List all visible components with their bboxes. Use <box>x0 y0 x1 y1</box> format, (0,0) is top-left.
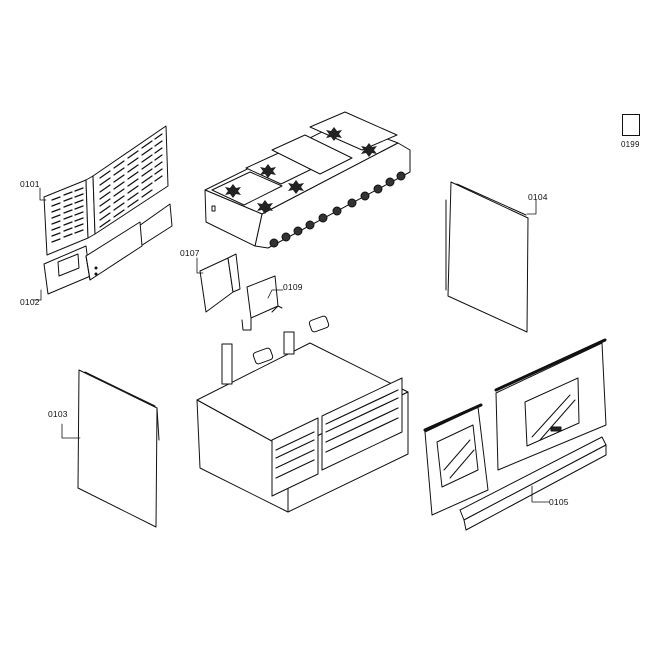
callout-0109: 0109 <box>283 282 303 292</box>
small-oven-door <box>423 403 489 516</box>
legend-code: 0199 <box>621 140 640 149</box>
rear-lower-plate <box>43 203 173 295</box>
callout-0102: 0102 <box>20 297 40 307</box>
right-side-panel <box>445 181 529 333</box>
callout-0103: 0103 <box>48 409 68 419</box>
callout-0105: 0105 <box>549 497 569 507</box>
heat-shield-bracket-left <box>199 253 241 313</box>
callout-0101: 0101 <box>20 179 40 189</box>
kick-plate <box>459 436 607 531</box>
callout-0104: 0104 <box>528 192 548 202</box>
callout-leaders <box>32 187 550 503</box>
oven-chassis <box>196 315 409 513</box>
large-oven-door <box>494 338 607 471</box>
left-side-panel <box>77 369 160 528</box>
rear-grille-panel <box>43 125 169 256</box>
cooktop <box>204 111 411 249</box>
callout-0107: 0107 <box>180 248 200 258</box>
legend-box <box>622 114 640 136</box>
heat-shield-bracket-right <box>241 275 283 331</box>
